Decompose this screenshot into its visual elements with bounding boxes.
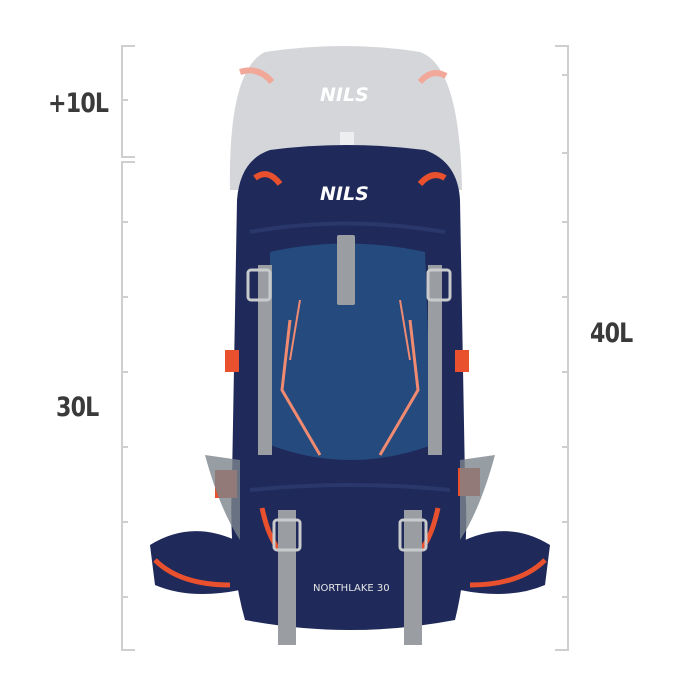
base-volume-label: 30L xyxy=(56,392,99,423)
right-bracket-total xyxy=(555,45,569,651)
hip-belt-left xyxy=(150,531,240,594)
left-bracket-base xyxy=(121,161,135,651)
model-label: NORTHLAKE 30 xyxy=(313,583,390,594)
brand-logo: NILS xyxy=(320,183,369,205)
extra-volume-label: +10L xyxy=(48,88,109,119)
front-panel xyxy=(270,243,432,460)
left-bracket-extra xyxy=(121,45,135,158)
ghost-logo: NILS xyxy=(320,84,369,106)
backpack-body: NILS NORTHLAKE 30 xyxy=(205,145,495,645)
hip-belt-right xyxy=(460,531,550,594)
total-volume-label: 40L xyxy=(590,318,633,349)
